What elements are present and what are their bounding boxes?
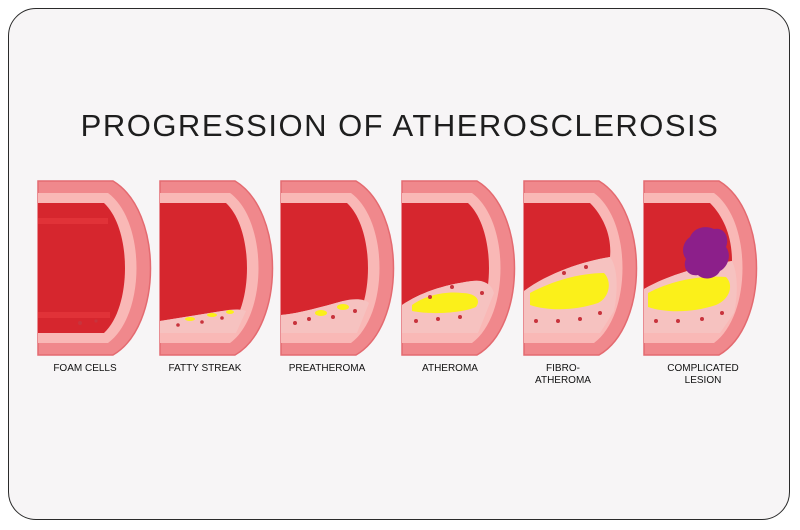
artery-foam-cells xyxy=(37,180,152,356)
stage-label-atheroma: ATHEROMA xyxy=(422,363,478,374)
stage-label-fatty-streak: FATTY STREAK xyxy=(168,363,242,374)
artery-complicated-lesion xyxy=(643,180,758,356)
stage-label-foam-cells: FOAM CELLS xyxy=(53,363,117,374)
artery-preatheroma xyxy=(280,180,395,356)
thrombus xyxy=(683,227,729,279)
artery-fibroatheroma xyxy=(523,180,638,356)
artery-fatty-streak xyxy=(159,180,274,356)
stage-label-fibroatheroma: FIBRO-ATHEROMA xyxy=(535,363,591,386)
artery-atheroma xyxy=(401,180,516,356)
diagram-title: PROGRESSION OF ATHEROSCLEROSIS xyxy=(80,108,720,143)
stage-label-preatheroma: PREATHEROMA xyxy=(288,363,366,374)
